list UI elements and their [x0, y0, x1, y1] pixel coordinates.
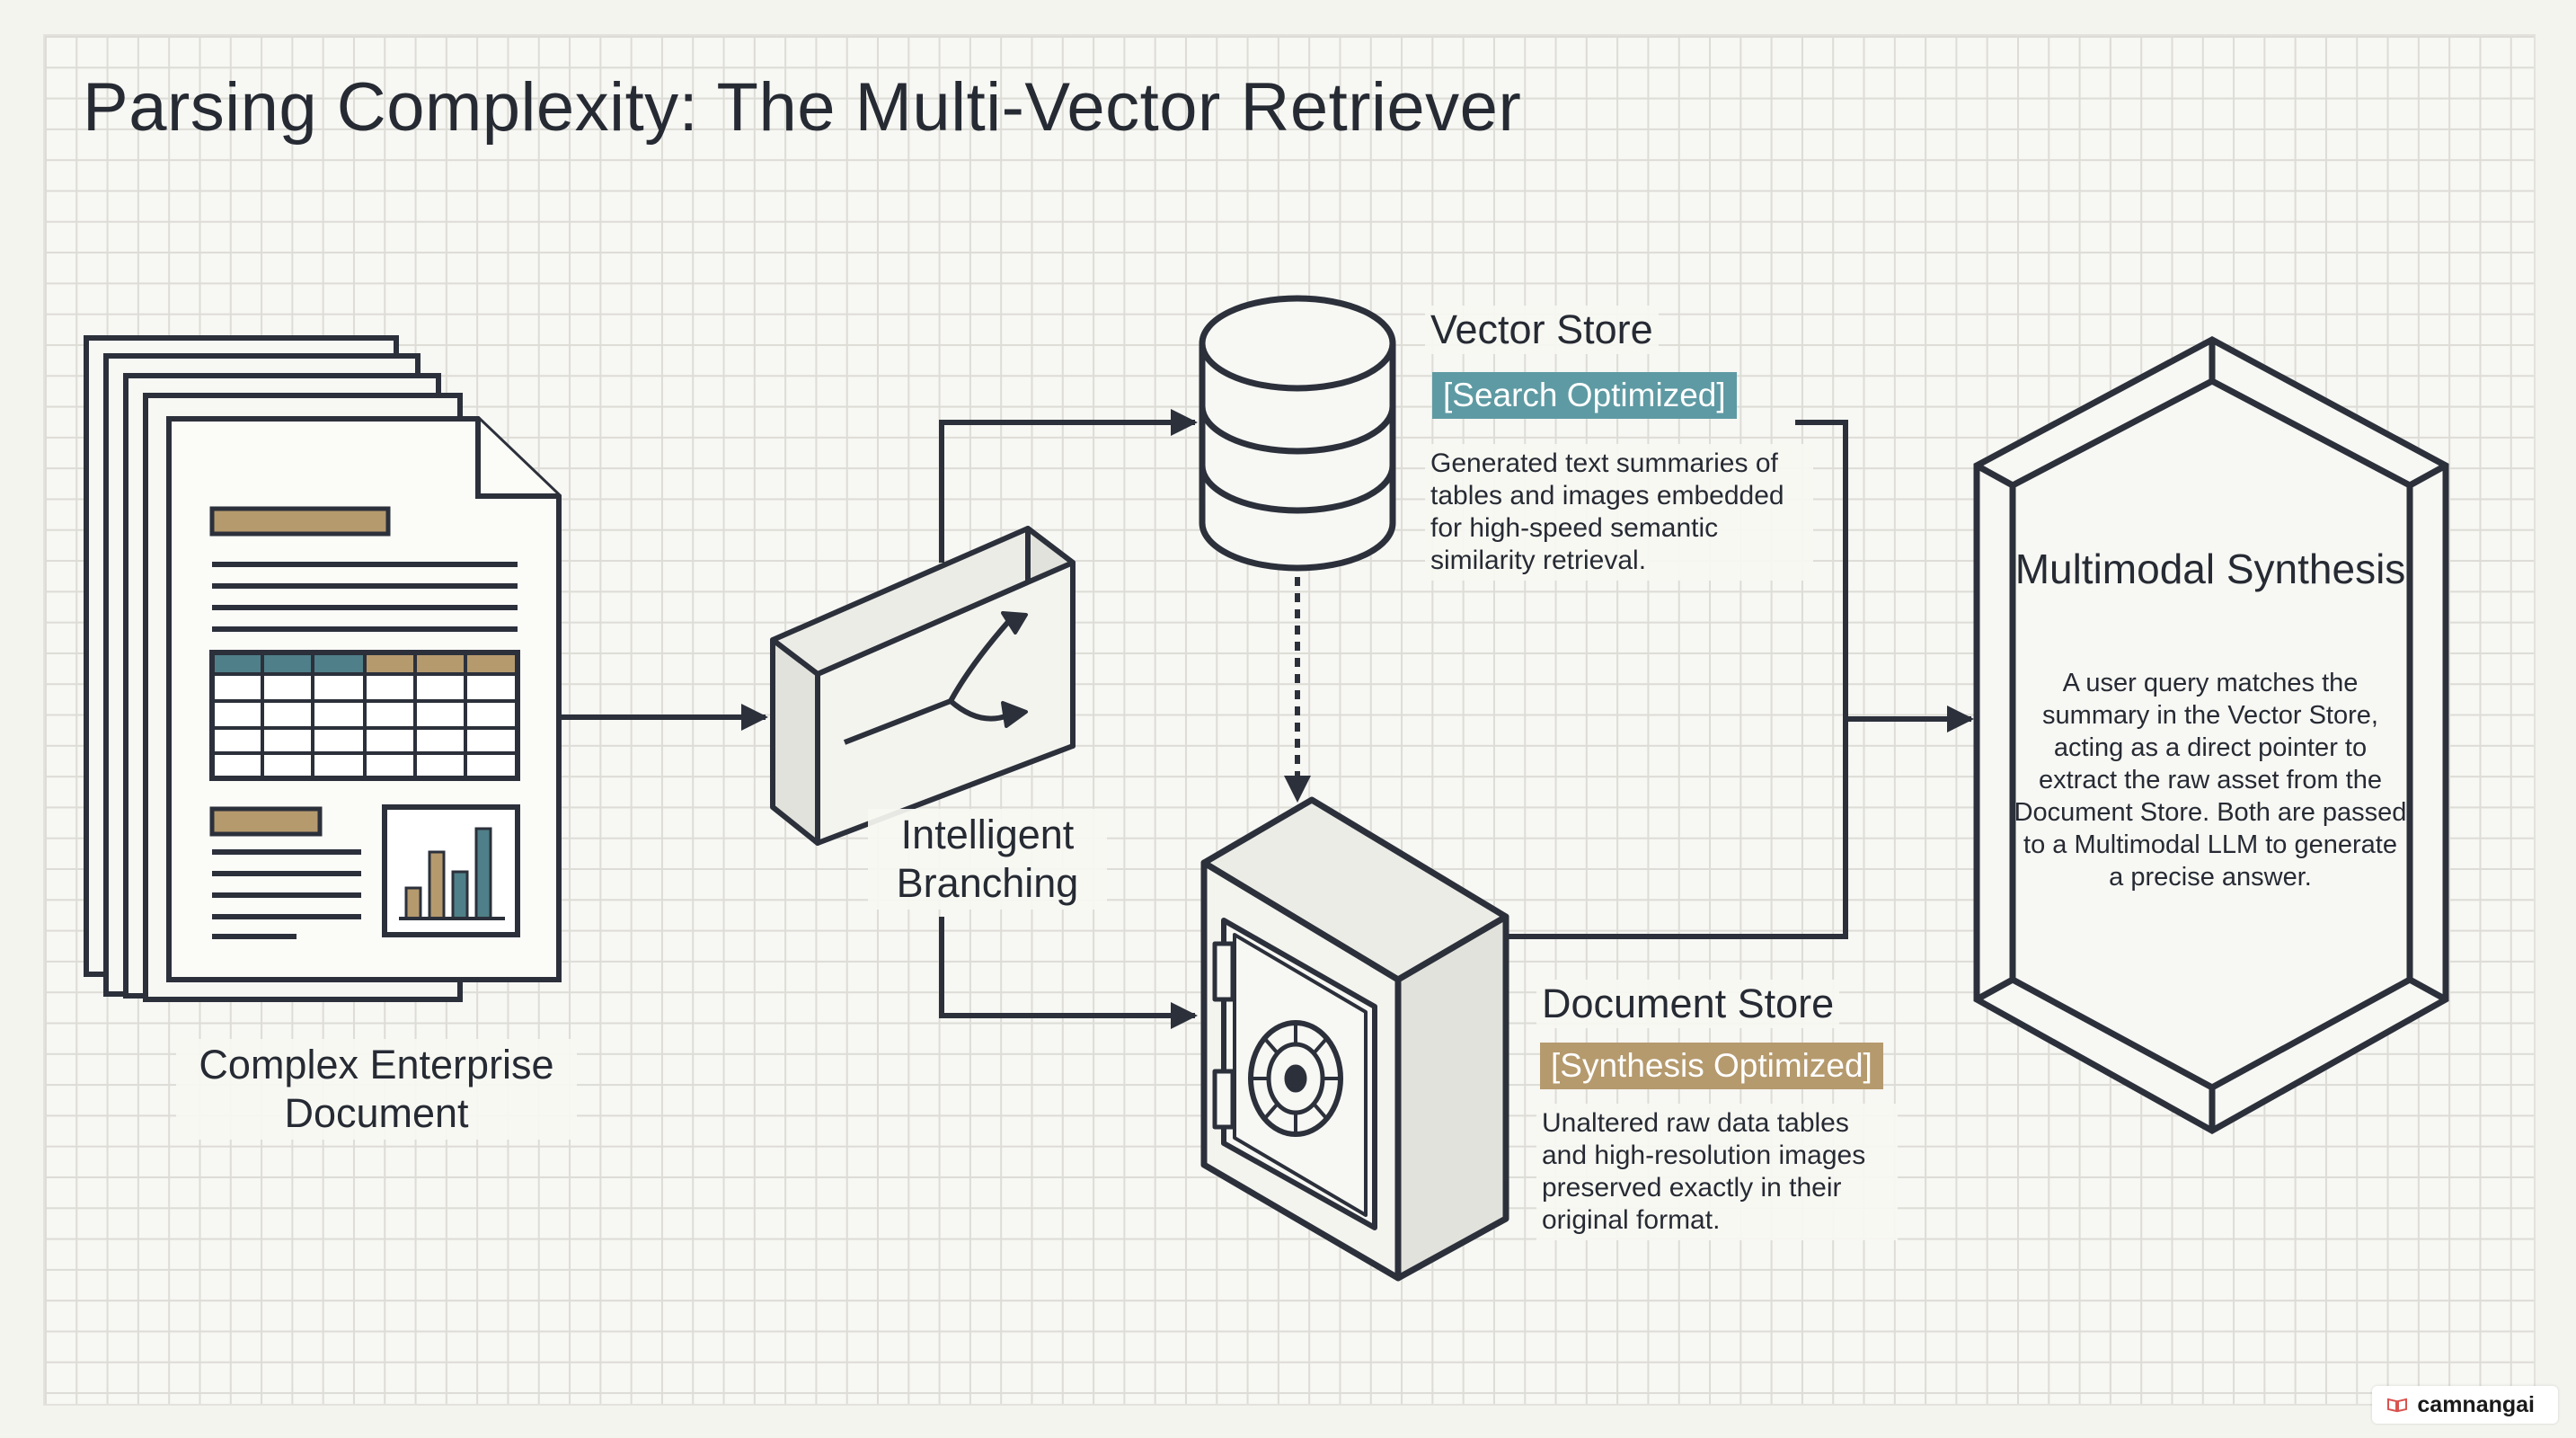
document-table-icon: [209, 650, 520, 781]
watermark-text: camnangai: [2417, 1391, 2535, 1417]
document-store-badge: [Synthesis Optimized]: [1540, 1043, 1883, 1089]
branch-to-docstore-arrow: [939, 917, 1198, 1029]
branch-to-vector-arrow: [939, 409, 1198, 563]
document-store-title: Document Store: [1536, 980, 1840, 1028]
synthesis-description: A user query matches the summary in the …: [2014, 669, 2407, 892]
vector-store-badge: [Search Optimized]: [1432, 372, 1737, 419]
safe-dial-icon: [1248, 1020, 1343, 1137]
router-box-icon: [770, 526, 1076, 846]
database-icon: [1199, 295, 1396, 572]
branch-arrow-icon: [843, 620, 1011, 745]
page-title: Parsing Complexity: The Multi-Vector Ret…: [83, 69, 1522, 146]
vector-store-title: Vector Store: [1425, 306, 1659, 354]
document-text-block: [209, 806, 361, 939]
document-label: Complex Enterprise Document: [176, 1039, 577, 1140]
book-icon: [2387, 1398, 2408, 1413]
document-bar-chart-icon: [382, 804, 520, 937]
vector-store-description: Generated text summaries of tables and i…: [1425, 444, 1813, 581]
document-dogear: [475, 419, 559, 499]
connectors: [559, 409, 1974, 1029]
watermark: camnangai: [2372, 1386, 2558, 1424]
vector-store-bracket: [1506, 420, 1848, 939]
synthesis-hexagon-icon: [1973, 336, 2449, 1135]
synthesis-title: Multimodal Synthesis: [2014, 546, 2406, 592]
document-content: [209, 506, 518, 632]
safe-icon: [1200, 796, 1509, 1282]
document-store-description: Unaltered raw data tables and high-resol…: [1536, 1104, 1898, 1240]
branching-label: Intelligent Branching: [868, 809, 1107, 910]
